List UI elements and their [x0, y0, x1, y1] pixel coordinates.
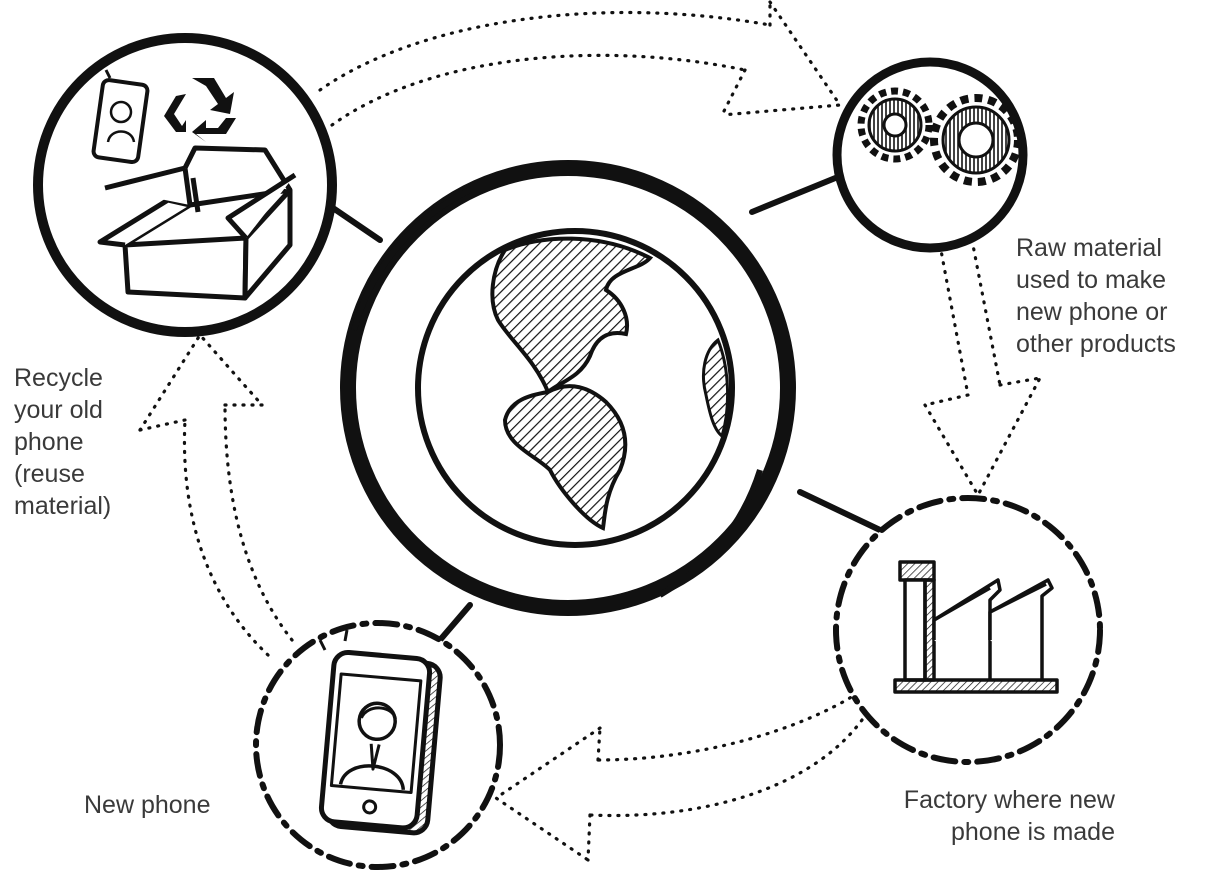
- label-factory-line-1: Factory where new: [903, 786, 1115, 814]
- label-raw-material: Raw material used to make new phone or o…: [1016, 232, 1176, 360]
- raw-material-node: [832, 57, 1028, 253]
- arrow-to-recycle: [138, 332, 294, 657]
- arrow-to-raw-material: [318, 0, 843, 127]
- cardboard-box-icon: [97, 145, 297, 301]
- old-phone-icon: [91, 69, 150, 165]
- label-recycle: Recycle your old phone (reuse material): [14, 362, 111, 522]
- arrow-to-factory: [923, 238, 1042, 499]
- gear-icon-small: [857, 87, 933, 163]
- gear-icon-large: [930, 94, 1022, 186]
- label-recycle-line-2: your old: [14, 396, 103, 424]
- label-recycle-line-4: (reuse: [14, 460, 85, 488]
- label-raw-material-line-1: Raw material: [1016, 234, 1162, 262]
- factory-icon: [893, 560, 1059, 694]
- earth-hub: [340, 160, 796, 616]
- label-raw-material-line-4: other products: [1016, 330, 1176, 358]
- label-recycle-line-1: Recycle: [14, 364, 103, 392]
- recycle-icon: [164, 78, 236, 142]
- label-factory-line-2: phone is made: [950, 818, 1115, 846]
- recycle-node: [33, 33, 337, 337]
- dotted-arrows: [138, 0, 1042, 862]
- label-raw-material-line-2: used to make: [1016, 266, 1167, 294]
- factory-node: [833, 495, 1103, 765]
- label-raw-material-line-3: new phone or: [1016, 298, 1168, 326]
- new-phone-node: [253, 620, 503, 870]
- globe-icon: [415, 228, 735, 548]
- label-recycle-line-3: phone: [14, 428, 84, 456]
- label-new-phone: New phone: [84, 791, 211, 819]
- arrow-to-new-phone: [493, 691, 864, 862]
- label-factory: Factory where new phone is made: [850, 784, 1115, 848]
- new-phone-icon: [318, 629, 443, 836]
- label-recycle-line-5: material): [14, 492, 112, 520]
